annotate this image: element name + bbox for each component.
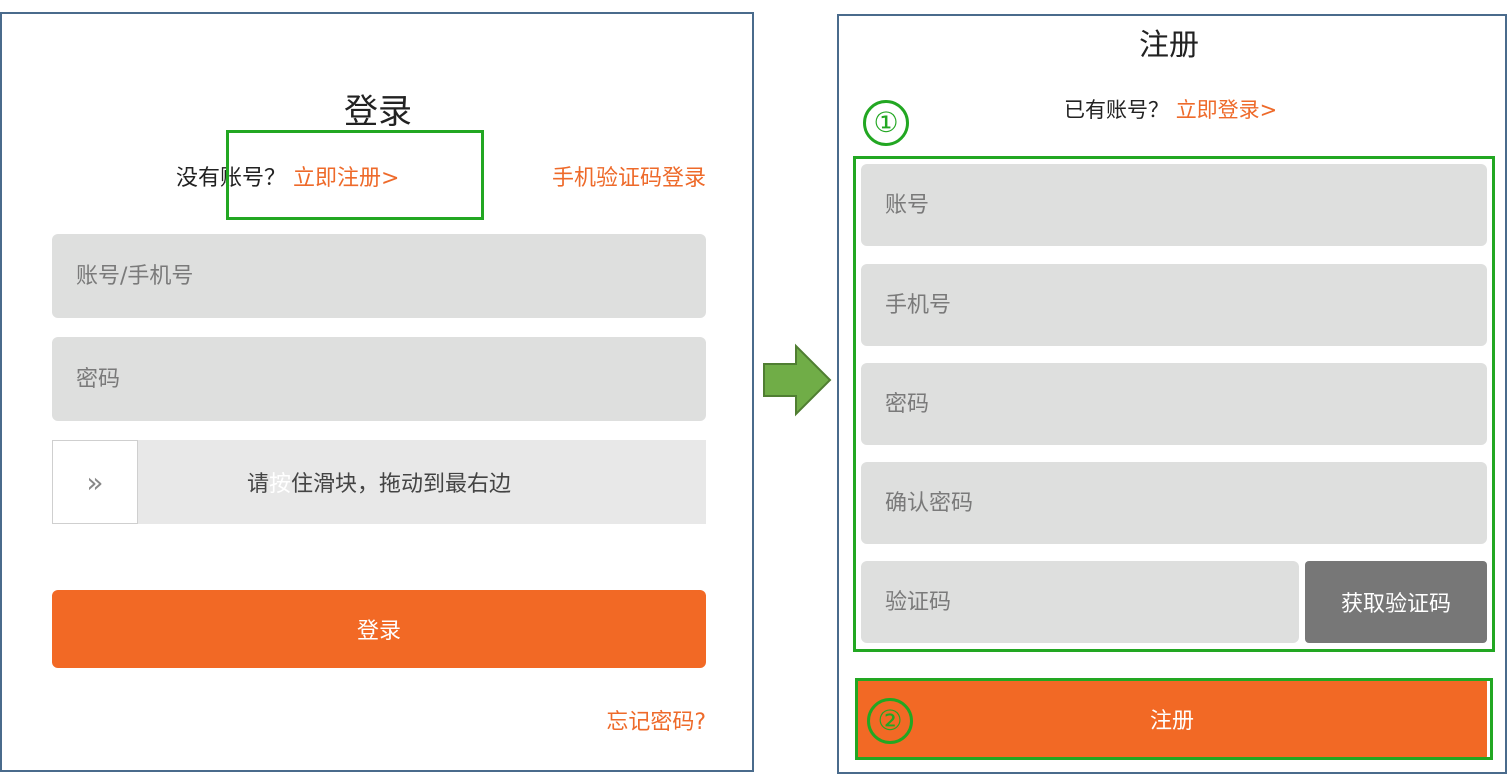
arrow-right-icon bbox=[763, 343, 832, 417]
register-panel: 注册 已有账号？ 立即登录> ① 获取验证码 注册 ② bbox=[837, 14, 1507, 774]
account-field[interactable] bbox=[52, 234, 706, 318]
register-phone-field[interactable] bbox=[861, 264, 1487, 346]
slider-captcha[interactable]: 请按住滑块，拖动到最右边 bbox=[52, 440, 706, 524]
slider-handle[interactable]: » bbox=[52, 440, 138, 524]
login-panel: 登录 没有账号？ 立即注册> 手机验证码登录 请按住滑块，拖动到最右边 » 登录… bbox=[0, 12, 754, 772]
account-input[interactable] bbox=[76, 263, 706, 289]
register-password-field[interactable] bbox=[861, 363, 1487, 445]
register-confirm-password-field[interactable] bbox=[861, 462, 1487, 544]
no-account-text: 没有账号？ bbox=[176, 166, 287, 191]
annotation-marker-1: ① bbox=[863, 100, 909, 146]
login-button[interactable]: 登录 bbox=[52, 590, 706, 668]
register-phone-input[interactable] bbox=[885, 292, 1487, 318]
register-title: 注册 bbox=[1139, 28, 1199, 63]
have-account-row: 已有账号？ 立即登录> bbox=[1064, 94, 1277, 124]
register-account-field[interactable] bbox=[861, 164, 1487, 246]
register-password-input[interactable] bbox=[885, 391, 1487, 417]
get-code-button[interactable]: 获取验证码 bbox=[1305, 561, 1487, 643]
register-confirm-password-input[interactable] bbox=[885, 490, 1487, 516]
login-now-link[interactable]: 立即登录> bbox=[1175, 98, 1278, 122]
register-code-input[interactable] bbox=[885, 589, 1299, 615]
sms-login-link[interactable]: 手机验证码登录 bbox=[551, 166, 706, 191]
password-input[interactable] bbox=[76, 366, 706, 392]
register-code-field[interactable] bbox=[861, 561, 1299, 643]
annotation-marker-2: ② bbox=[867, 698, 913, 744]
password-field[interactable] bbox=[52, 337, 706, 421]
forgot-password-link[interactable]: 忘记密码? bbox=[606, 710, 706, 735]
slider-instruction: 请按住滑块，拖动到最右边 bbox=[246, 472, 512, 497]
have-account-text: 已有账号？ bbox=[1064, 98, 1169, 122]
register-now-link[interactable]: 立即注册> bbox=[293, 166, 400, 191]
register-button[interactable]: 注册 bbox=[857, 680, 1487, 758]
login-title: 登录 bbox=[344, 92, 412, 132]
no-account-row: 没有账号？ 立即注册> bbox=[176, 160, 399, 192]
double-chevron-right-icon: » bbox=[86, 465, 104, 499]
register-account-input[interactable] bbox=[885, 192, 1487, 218]
